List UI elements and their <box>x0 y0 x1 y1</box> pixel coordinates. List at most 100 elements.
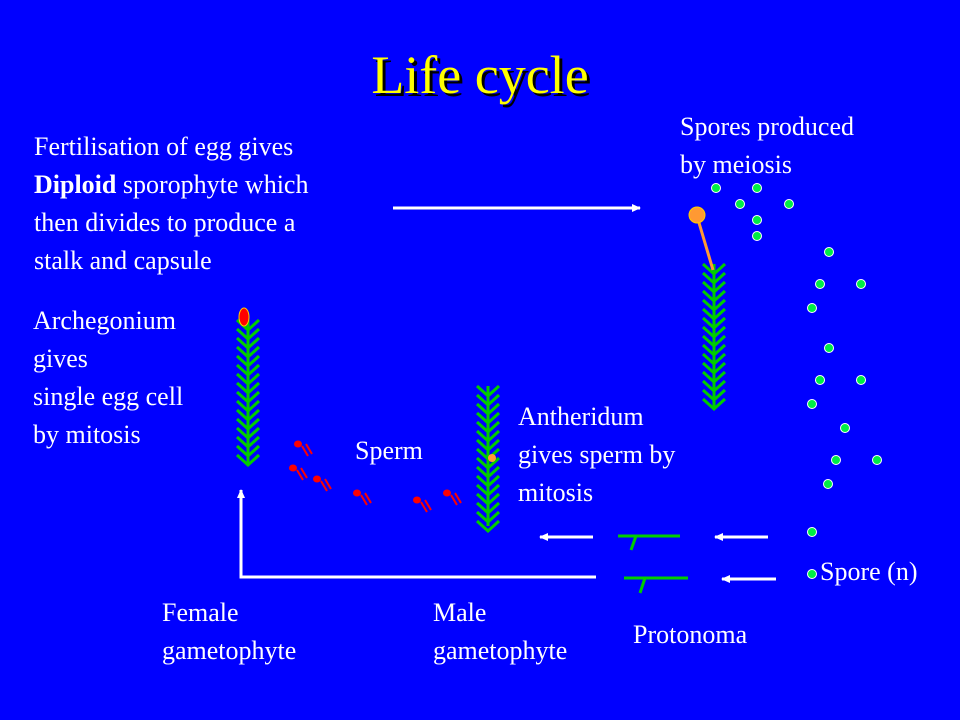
spore-dot-icon <box>831 455 841 465</box>
plant-leaf <box>701 298 727 313</box>
plant-leaf <box>701 343 727 358</box>
female-line-2: gametophyte <box>162 636 297 665</box>
plant-leaf <box>235 345 261 360</box>
plant-leaf <box>701 370 727 385</box>
sperm-cell-icon <box>313 475 332 492</box>
spores-produced-line-1: Spores produced <box>680 112 855 141</box>
plant-leaf <box>235 390 261 405</box>
plant-leaf <box>235 381 261 396</box>
plant-leaf <box>701 352 727 367</box>
antheridium-line-2: gives sperm by <box>518 440 676 469</box>
diploid-bold: Diploid <box>34 170 117 199</box>
plant-leaf <box>235 408 261 423</box>
plant-leaf <box>475 447 501 462</box>
plant-leaf <box>235 354 261 369</box>
spore-dots <box>711 183 882 579</box>
antheridium-label: Antheridum gives sperm by mitosis <box>518 398 675 512</box>
sperm-cells <box>289 440 462 513</box>
capsule-icon <box>688 206 706 224</box>
spore-label: Spore (n) <box>820 557 918 586</box>
spores-produced-line-2: by meiosis <box>680 150 792 179</box>
spore-dot-icon <box>752 231 762 241</box>
archegonium-label: Archegonium gives single egg cell by mit… <box>33 302 183 454</box>
plant-leaf <box>235 363 261 378</box>
male-gametophyte-label: Male gametophyte <box>433 594 567 670</box>
plant-leaf <box>235 336 261 351</box>
plant-leaf <box>701 262 727 277</box>
female-gametophyte-label: Female gametophyte <box>162 594 296 670</box>
archegonium-line-1: Archegonium <box>33 306 176 335</box>
sperm-label: Sperm <box>355 436 423 465</box>
plant-leaf <box>701 388 727 403</box>
fertilisation-line-3: then divides to produce a <box>34 208 296 237</box>
plant-leaf <box>475 402 501 417</box>
spore-dot-icon <box>824 247 834 257</box>
spore-dot-icon <box>711 183 721 193</box>
plant-leaf <box>701 397 727 412</box>
spore-dot-icon <box>824 343 834 353</box>
fertilisation-line-2-rest: sporophyte which <box>116 170 309 199</box>
archegonium-line-2: gives <box>33 344 88 373</box>
plant-leaf <box>235 399 261 414</box>
plant-leaf <box>475 384 501 399</box>
fertilisation-line-2: Diploid sporophyte which <box>34 166 308 204</box>
spore-dot-icon <box>815 375 825 385</box>
plant-leaf <box>475 393 501 408</box>
plant-leaf <box>475 420 501 435</box>
spore-dot-icon <box>815 279 825 289</box>
archegonium-line-4: by mitosis <box>33 420 141 449</box>
protonema-icon <box>618 534 688 594</box>
plant-leaf <box>701 334 727 349</box>
spore-dot-icon <box>784 199 794 209</box>
spore-dot-icon <box>872 455 882 465</box>
archegonium-line-3: single egg cell <box>33 382 184 411</box>
spore-dot-icon <box>752 183 762 193</box>
female-gametophyte-icon <box>235 318 261 468</box>
male-line-1: Male <box>433 598 487 627</box>
plant-leaf <box>475 483 501 498</box>
plant-leaf <box>701 325 727 340</box>
plant-leaf <box>475 474 501 489</box>
spore-dot-icon <box>807 303 817 313</box>
page-title: Life cycle <box>371 45 589 105</box>
plant-leaf <box>235 435 261 450</box>
plant-leaf <box>475 510 501 525</box>
sporophyte-stalk <box>695 215 715 271</box>
spore-dot-icon <box>807 569 817 579</box>
male-line-2: gametophyte <box>433 636 568 665</box>
plant-leaf <box>475 519 501 534</box>
spore-dot-icon <box>735 199 745 209</box>
arrows <box>237 204 776 583</box>
plant-leaf <box>701 280 727 295</box>
plant-leaf <box>475 501 501 516</box>
antheridium-icon <box>488 454 496 462</box>
spores-produced-label: Spores produced by meiosis <box>680 108 854 184</box>
sperm-cell-icon <box>413 496 432 513</box>
spore-dot-icon <box>807 527 817 537</box>
plant-leaf <box>475 492 501 507</box>
plant-leaf <box>475 429 501 444</box>
protonoma-label: Protonoma <box>633 620 748 649</box>
sperm-cell-icon <box>443 489 462 506</box>
spore-dot-icon <box>752 215 762 225</box>
spore-dot-icon <box>840 423 850 433</box>
plant-leaf <box>701 289 727 304</box>
plant-leaf <box>235 453 261 468</box>
fertilisation-line-1: Fertilisation of egg gives <box>34 132 294 161</box>
sperm-cell-icon <box>294 440 313 457</box>
spore-dot-icon <box>856 279 866 289</box>
sperm-cell-icon <box>353 489 372 506</box>
fertilisation-line-4: stalk and capsule <box>34 246 212 275</box>
plant-leaf <box>701 316 727 331</box>
spore-dot-icon <box>807 399 817 409</box>
arrow-protonema-to-female <box>237 489 596 579</box>
plant-leaf <box>701 271 727 286</box>
fertilisation-text: Fertilisation of egg gives Diploid sporo… <box>34 128 308 280</box>
plant-leaf <box>235 372 261 387</box>
plant-leaf <box>701 307 727 322</box>
spore-dot-icon <box>823 479 833 489</box>
plant-leaf <box>475 411 501 426</box>
sporophyte-icon <box>701 262 727 412</box>
